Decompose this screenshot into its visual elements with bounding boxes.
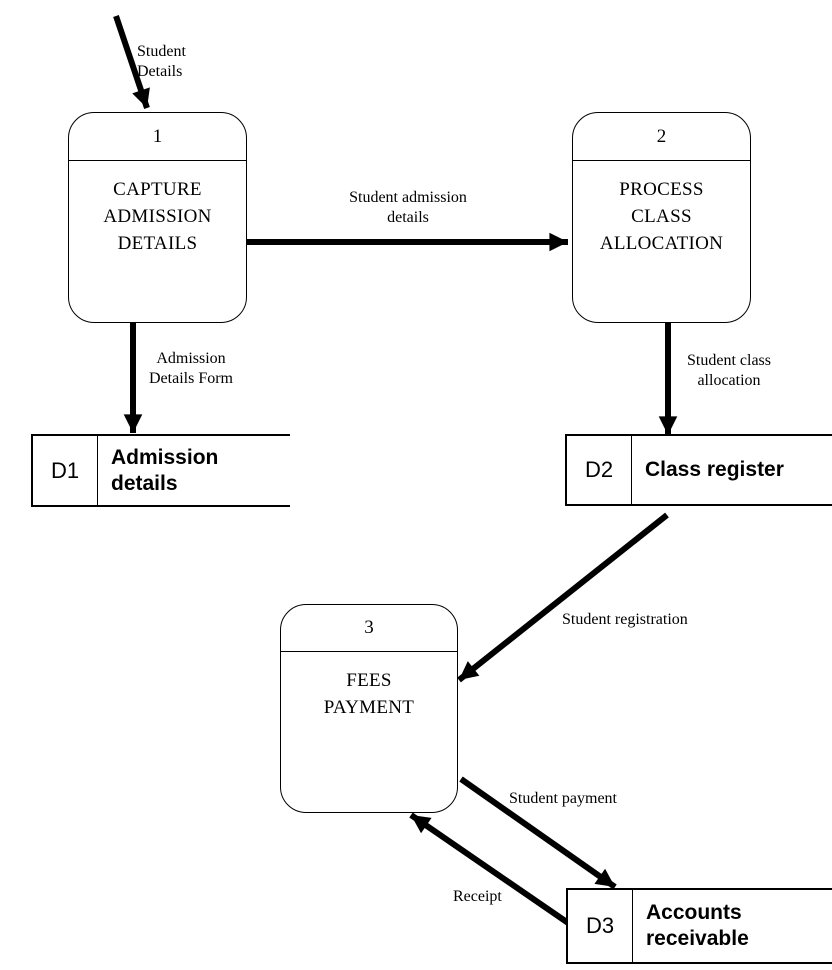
process-3-number: 3: [281, 605, 457, 652]
process-1-number: 1: [69, 113, 246, 161]
flow-arrow-receipt: [409, 812, 576, 930]
process-2-name: PROCESS CLASS ALLOCATION: [599, 179, 724, 254]
datastore-d3-name: Accounts receivable: [646, 901, 749, 950]
datastore-d2-id: D2: [567, 436, 632, 504]
process-2-number: 2: [573, 113, 750, 161]
process-1-name: CAPTURE ADMISSION DETAILS: [103, 179, 212, 254]
process-1-capture-admission-details: 1 CAPTURE ADMISSION DETAILS: [68, 112, 247, 323]
flow-label-student-payment: Student payment: [509, 790, 617, 807]
datastore-d3-accounts-receivable: D3 Accounts receivable: [566, 888, 832, 964]
datastore-d3-id: D3: [568, 890, 633, 962]
datastore-d1-name: Admission details: [111, 445, 219, 495]
flow-arrow-student-registration: [457, 512, 669, 683]
datastore-d1-admission-details: D1 Admission details: [31, 434, 290, 507]
flow-label-student-admission-details: Student admission details: [349, 189, 467, 226]
process-2-process-class-allocation: 2 PROCESS CLASS ALLOCATION: [572, 112, 751, 323]
datastore-d2-class-register: D2 Class register: [565, 434, 832, 506]
flow-label-receipt: Receipt: [453, 888, 502, 905]
datastore-d1-id: D1: [33, 436, 98, 505]
flow-label-student-details: Student Details: [137, 43, 186, 80]
flow-label-student-class-allocation: Student class allocation: [687, 352, 771, 389]
process-3-fees-payment: 3 FEES PAYMENT: [280, 604, 458, 813]
process-3-name: FEES PAYMENT: [323, 670, 415, 718]
flow-arrow-student-details: [113, 15, 150, 109]
datastore-d2-name: Class register: [645, 458, 784, 481]
flow-label-admission-details-form: Admission Details Form: [149, 350, 233, 387]
flow-label-student-registration: Student registration: [562, 611, 688, 628]
flow-arrow-student-payment: [459, 776, 617, 890]
